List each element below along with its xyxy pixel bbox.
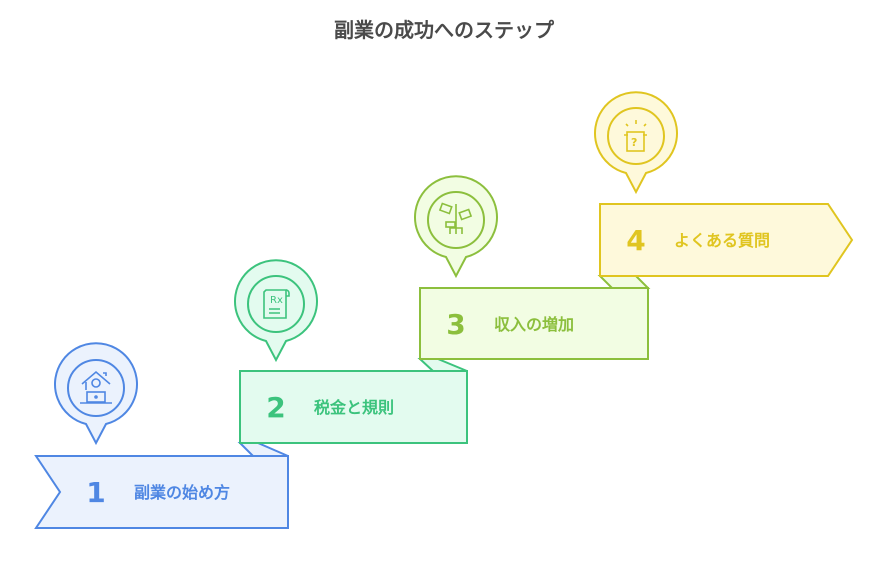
money-plant-icon [438, 202, 473, 234]
step-4: 4 よくある質問 ? [594, 91, 854, 277]
step-1-banner [34, 455, 289, 529]
fold-1-2 [237, 442, 289, 457]
step-3-box [419, 287, 649, 360]
step-4-number: 4 [626, 224, 645, 257]
step-2-number: 2 [266, 391, 285, 424]
step-2: 2 税金と規則 Rx [234, 259, 468, 444]
step-2-box [239, 370, 468, 444]
svg-text:?: ? [631, 136, 637, 149]
fold-2-3 [417, 358, 468, 372]
step-1-label: 副業の始め方 [134, 483, 230, 502]
step-4-banner [599, 203, 854, 277]
step-3-label: 収入の増加 [494, 315, 574, 334]
step-1-number: 1 [86, 476, 105, 509]
svg-text:Rx: Rx [270, 295, 283, 306]
step-1-pin [54, 342, 138, 446]
home-office-laptop-icon [80, 370, 112, 404]
step-3: 3 収入の増加 [414, 175, 649, 360]
diagram-title: 副業の成功へのステップ [334, 18, 554, 42]
step-3-number: 3 [446, 308, 465, 341]
step-4-label: よくある質問 [674, 231, 770, 250]
prescription-document-icon: Rx [263, 289, 290, 319]
step-2-label: 税金と規則 [314, 398, 394, 417]
fold-3-4 [597, 275, 651, 289]
question-box-icon: ? [624, 120, 647, 152]
step-1: 1 副業の始め方 [34, 342, 289, 529]
